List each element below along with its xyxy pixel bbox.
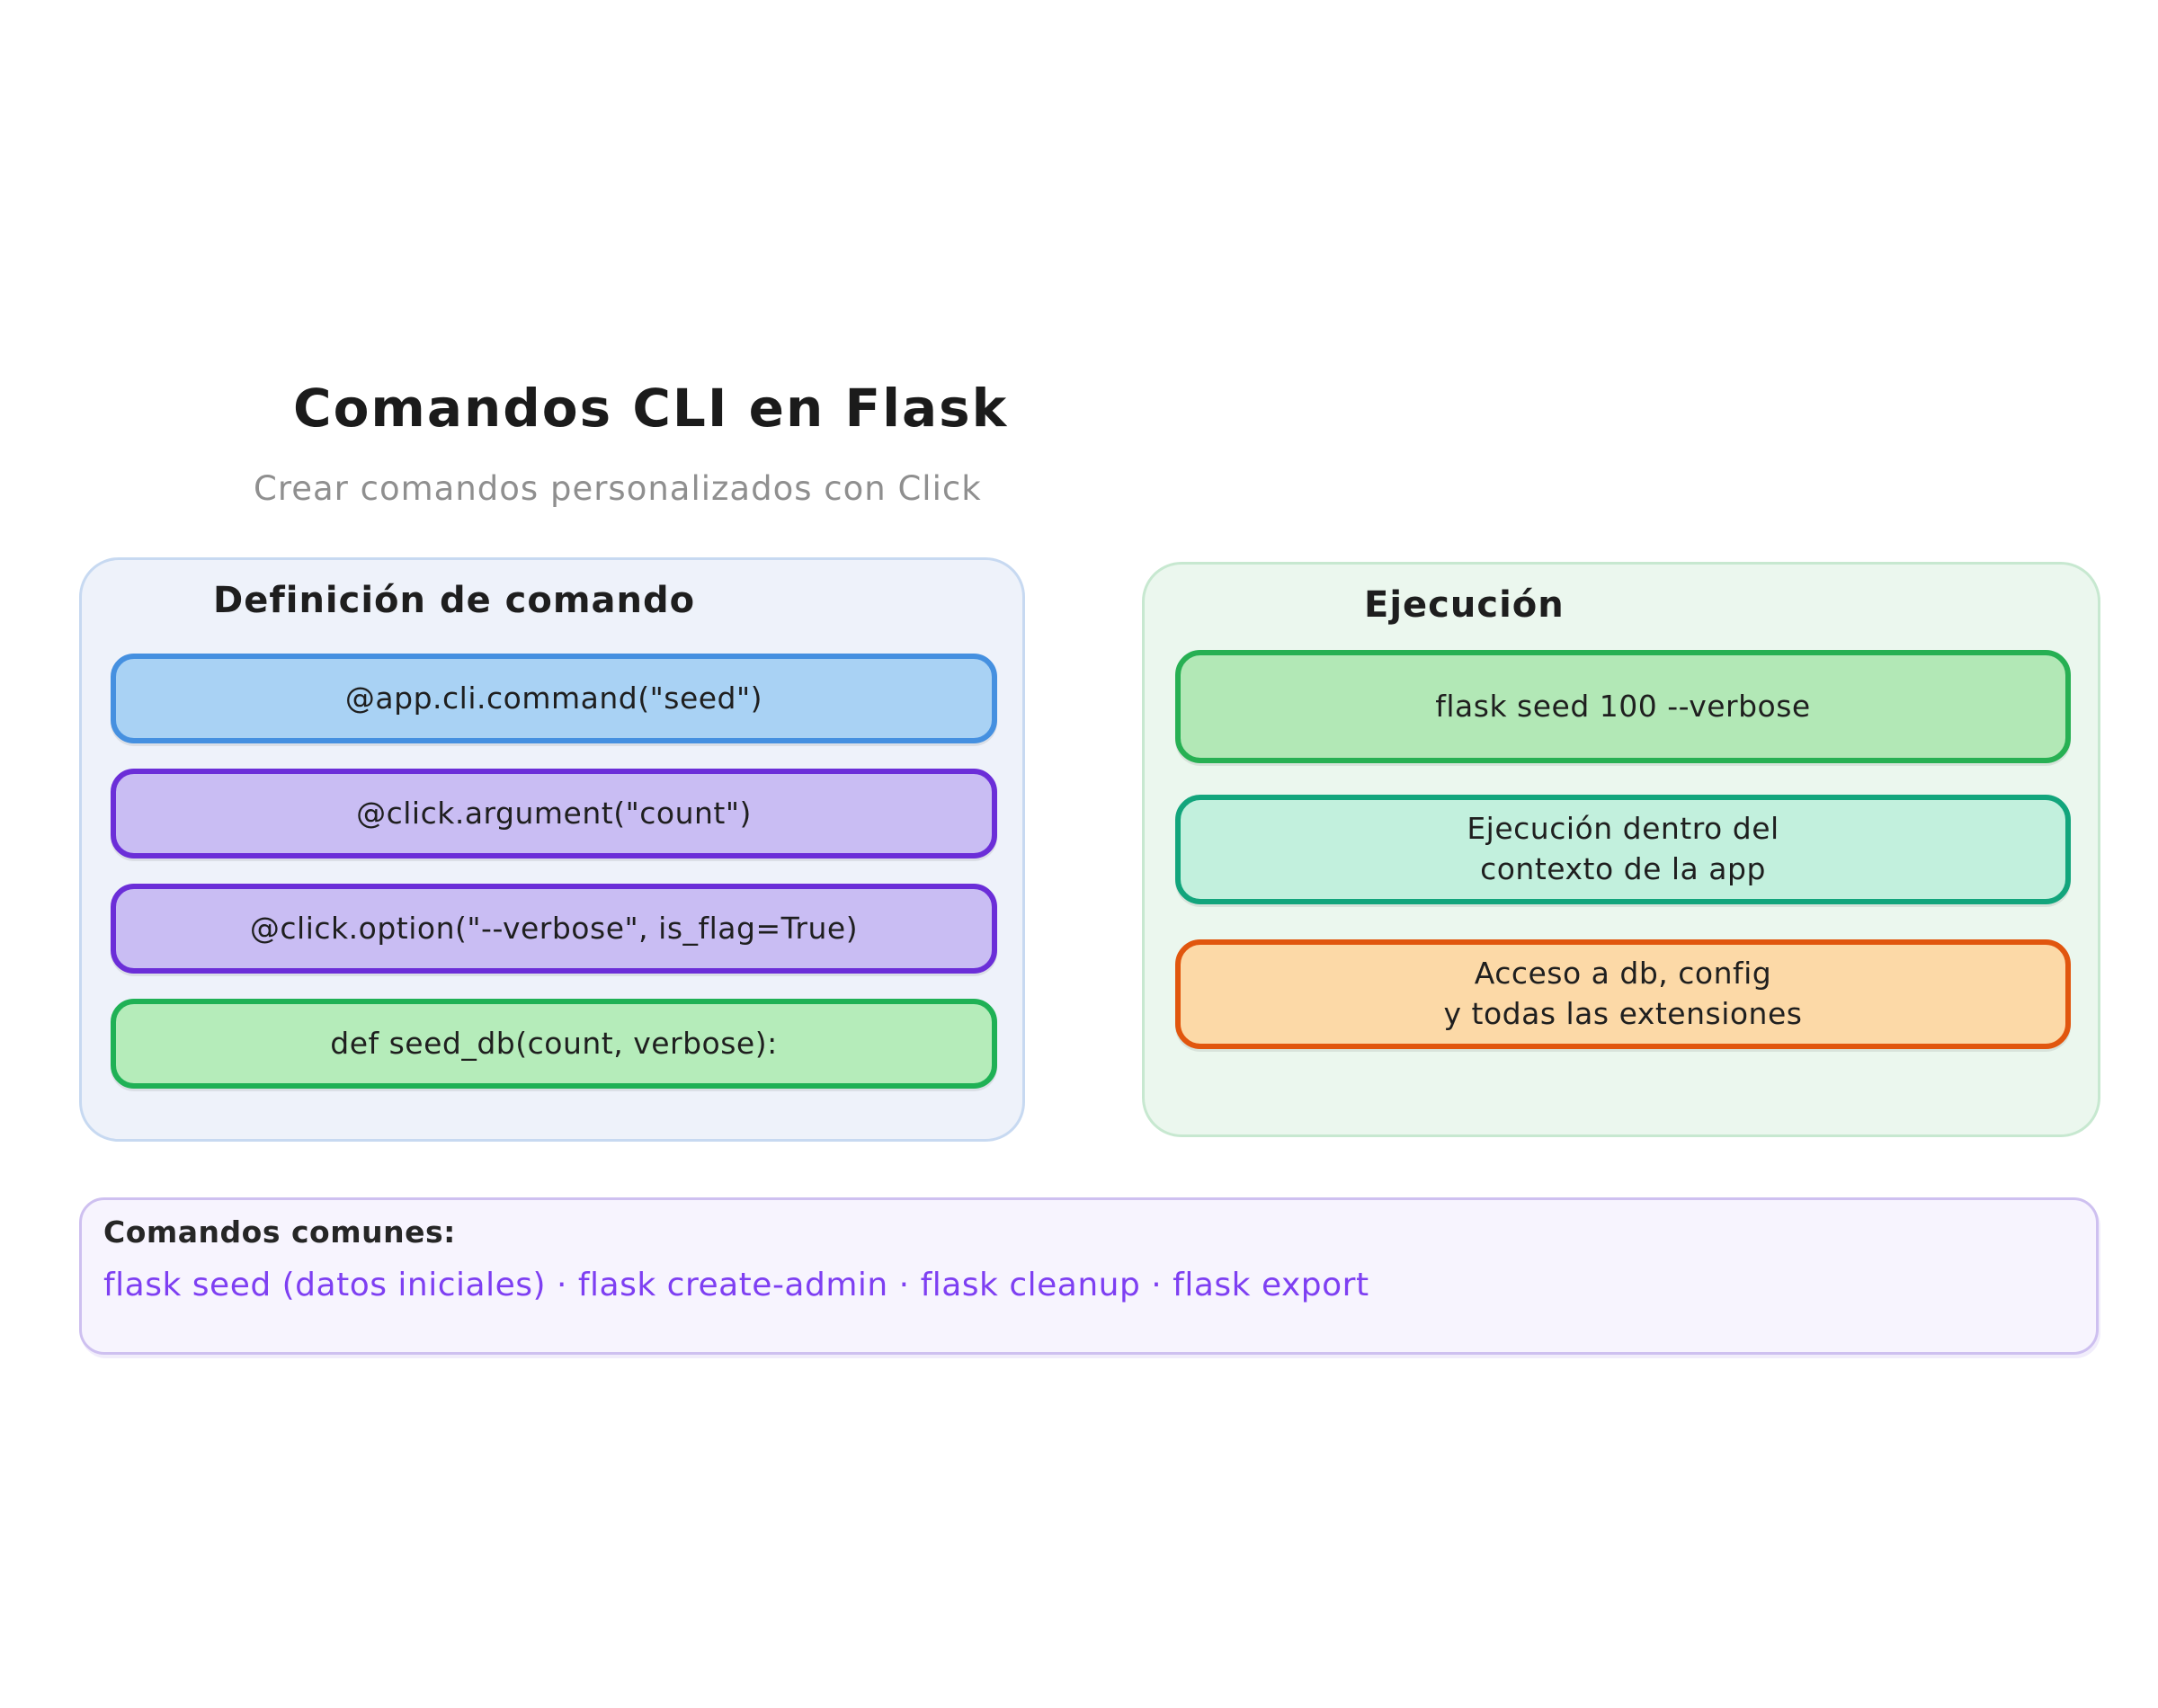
page-title: Comandos CLI en Flask (293, 378, 1009, 439)
extensions-access-box: Acceso a db, config y todas las extensio… (1175, 939, 2071, 1049)
common-commands-bar: Comandos comunes: flask seed (datos inic… (79, 1197, 2099, 1355)
execution-panel: Ejecución flask seed 100 --verbose Ejecu… (1142, 562, 2100, 1137)
click-argument-box: @click.argument("count") (111, 769, 997, 858)
definition-panel-title: Definición de comando (213, 580, 696, 621)
definition-panel: Definición de comando @app.cli.command("… (79, 557, 1025, 1142)
click-option-box: @click.option("--verbose", is_flag=True) (111, 884, 997, 974)
app-context-box: Ejecución dentro del contexto de la app (1175, 795, 2071, 904)
app-cli-command-box: @app.cli.command("seed") (111, 654, 997, 743)
seed-db-function-box: def seed_db(count, verbose): (111, 999, 997, 1089)
page-subtitle: Crear comandos personalizados con Click (254, 469, 982, 508)
common-commands-label: Comandos comunes: (103, 1214, 456, 1250)
execution-panel-title: Ejecución (1364, 584, 1565, 626)
common-commands-list: flask seed (datos iniciales) · flask cre… (103, 1267, 1369, 1303)
flask-seed-command-box: flask seed 100 --verbose (1175, 650, 2071, 763)
